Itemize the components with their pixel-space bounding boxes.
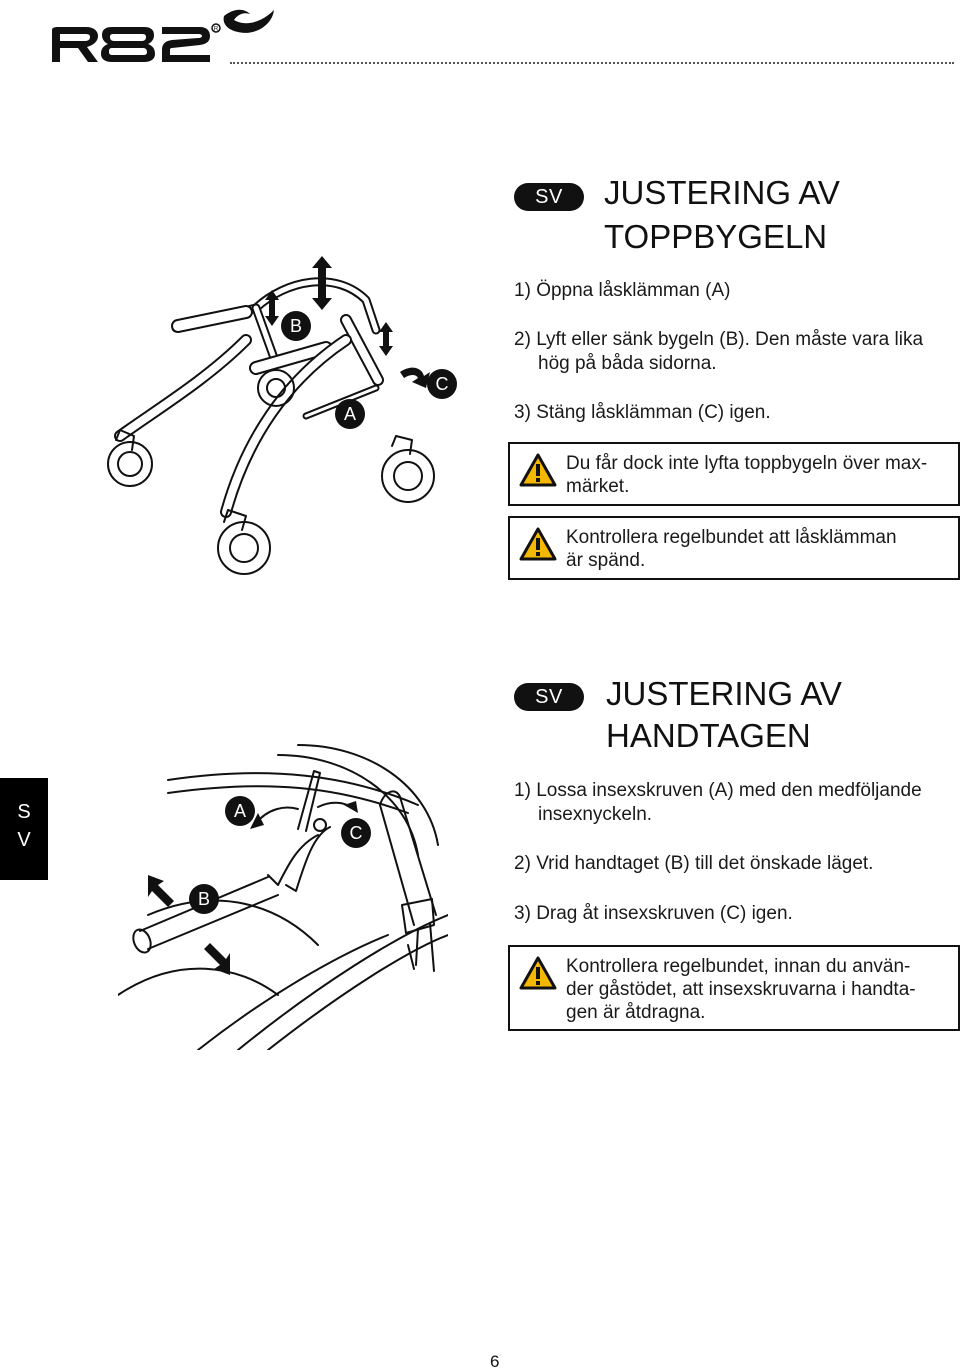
- walker-topbar-illustration: B A C: [107, 256, 457, 575]
- step-2: 2) Lyft eller sänk bygeln (B). Den måste…: [514, 328, 923, 351]
- callout-a: A: [225, 796, 255, 826]
- section-title-line2: HANDTAGEN: [606, 717, 811, 754]
- svg-text:B: B: [290, 316, 302, 336]
- warning-line: gen är åtdragna.: [566, 1002, 706, 1023]
- callout-b: B: [281, 311, 311, 341]
- header-rule: [230, 62, 954, 64]
- step-text: Lossa insexskruven (A) med den medföljan…: [536, 780, 922, 801]
- step-text: Drag åt insexskruven (C) igen.: [536, 903, 793, 924]
- step-2-continued: hög på båda sidorna.: [538, 353, 717, 374]
- warning-line: Du får dock inte lyfta toppbygeln över m…: [566, 453, 928, 474]
- step-number: 2): [514, 853, 531, 874]
- step-text: Lyft eller sänk bygeln (B). Den måste va…: [536, 329, 924, 350]
- step-text: Vrid handtaget (B) till det önskade läge…: [536, 853, 874, 874]
- page-number: 6: [490, 1352, 500, 1371]
- step-number: 1): [514, 280, 531, 301]
- warning-line: märket.: [566, 476, 630, 497]
- step-number: 3): [514, 903, 531, 924]
- svg-text:A: A: [344, 404, 356, 424]
- warning-box: Kontrollera regelbundet, innan du använ-…: [508, 945, 960, 1031]
- step-number: 3): [514, 402, 531, 423]
- step-text: Stäng låsklämman (C) igen.: [536, 402, 771, 423]
- r82-logo: R: [52, 9, 274, 62]
- step-3: 3) Drag åt insexskruven (C) igen.: [514, 902, 793, 925]
- warning-icon: [519, 956, 557, 990]
- svg-text:A: A: [234, 801, 246, 821]
- callout-c: C: [341, 818, 371, 848]
- warning-box: Du får dock inte lyfta toppbygeln över m…: [508, 442, 960, 506]
- warning-line: der gåstödet, att insexskruvarna i handt…: [566, 979, 916, 1000]
- language-side-tab: S V: [0, 778, 48, 880]
- handle-adjustment-illustration: A C B: [118, 744, 448, 1050]
- warning-line: är spänd.: [566, 550, 646, 571]
- callout-c: C: [427, 369, 457, 399]
- side-tab-letter: V: [17, 829, 31, 851]
- section-title-line1: JUSTERING AV: [604, 174, 840, 211]
- step-number: 2): [514, 329, 531, 350]
- side-tab-letter: S: [17, 801, 31, 823]
- section-title-line1: JUSTERING AV: [606, 675, 842, 712]
- warning-icon: [519, 527, 557, 561]
- step-3: 3) Stäng låsklämman (C) igen.: [514, 401, 771, 424]
- step-text: Öppna låsklämman (A): [536, 280, 731, 301]
- step-number: 1): [514, 780, 531, 801]
- step-2: 2) Vrid handtaget (B) till det önskade l…: [514, 852, 873, 875]
- svg-text:C: C: [436, 374, 449, 394]
- language-badge: SV: [514, 183, 584, 211]
- section-title-line2: TOPPBYGELN: [604, 218, 828, 255]
- svg-text:C: C: [350, 823, 363, 843]
- warning-line: Kontrollera regelbundet att låsklämman: [566, 527, 897, 548]
- callout-a: A: [335, 399, 365, 429]
- warning-box: Kontrollera regelbundet att låsklämman ä…: [508, 516, 960, 580]
- svg-text:R: R: [214, 27, 219, 33]
- step-1: 1) Lossa insexskruven (A) med den medföl…: [514, 779, 922, 802]
- language-badge: SV: [514, 683, 584, 711]
- warning-icon: [519, 453, 557, 487]
- step-1-continued: insexnyckeln.: [538, 804, 653, 825]
- callout-b: B: [189, 884, 219, 914]
- warning-line: Kontrollera regelbundet, innan du använ-: [566, 956, 911, 977]
- step-1: 1) Öppna låsklämman (A): [514, 279, 730, 302]
- svg-text:B: B: [198, 889, 210, 909]
